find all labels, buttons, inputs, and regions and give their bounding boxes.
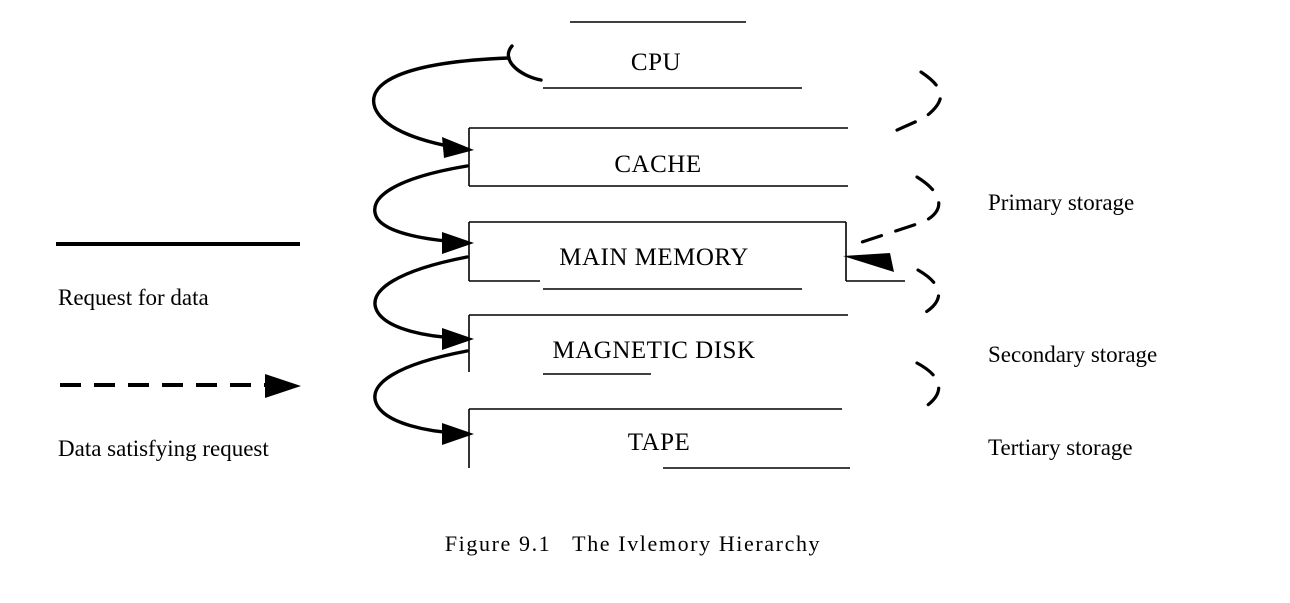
storage-class-tertiary: Tertiary storage [988,435,1133,460]
dashed-bracket-secondary-upper [916,268,941,314]
response-arrowhead-main-memory [843,253,894,272]
legend-request-label: Request for data [58,285,209,310]
response-arrows [848,70,942,409]
request-arrow-cpu-to-cache [372,56,511,150]
level-label-tape: TAPE [628,429,691,456]
legend-response-label: Data satisfying request [58,436,269,461]
level-cache-box [468,127,848,187]
level-label-main-memory: MAIN MEMORY [559,244,749,271]
dashed-bracket-primary-lower [848,175,941,248]
arrowhead-tape [442,423,474,445]
arrowhead-magnetic-disk [442,328,474,350]
level-label-magnetic-disk: MAGNETIC DISK [552,337,755,364]
level-cpu-box [543,21,802,89]
request-arrowheads [442,137,474,445]
level-magnetic-disk-box [468,314,848,375]
level-label-cpu: CPU [631,49,681,76]
arrowhead-cache [442,137,474,158]
request-arrows [372,44,543,435]
dashed-bracket-primary-upper [884,70,942,137]
request-arrow-cache-to-memory [373,164,469,244]
cpu-bracket [506,44,543,82]
level-label-cache: CACHE [614,151,701,178]
request-arrow-disk-to-tape [373,349,469,435]
legend-dashed-arrowhead [265,374,301,398]
storage-class-primary: Primary storage [988,190,1134,215]
level-tape-box [468,408,850,469]
storage-class-secondary: Secondary storage [988,342,1157,367]
arrowhead-main-memory [442,232,474,254]
figure-caption: Figure 9.1 The Ivlemory Hierarchy [445,531,821,556]
dashed-bracket-secondary-lower [915,361,941,409]
request-arrow-memory-to-disk [373,255,469,340]
level-main-memory-box [468,221,905,290]
